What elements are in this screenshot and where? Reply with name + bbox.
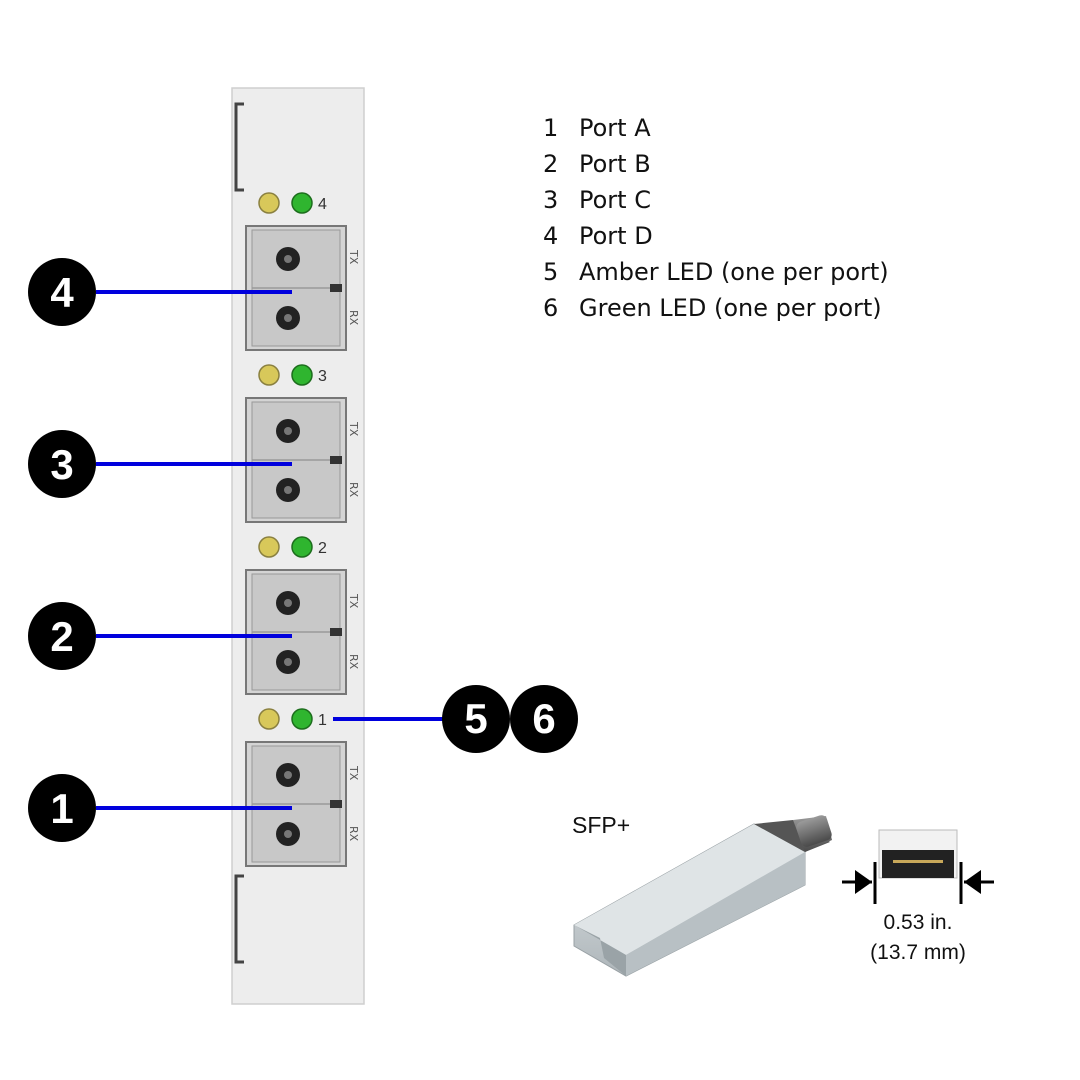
port-callout-circle xyxy=(28,258,96,326)
callout-led-green-text: 6 xyxy=(532,695,555,742)
callout-led-amber: 5 xyxy=(442,685,510,753)
legend-label: Port C xyxy=(579,186,651,214)
sfp-dimension: 0.53 in. (13.7 mm) xyxy=(838,908,998,968)
led-port-number: 4 xyxy=(318,196,327,213)
legend-label: Port A xyxy=(579,114,651,142)
amber-led xyxy=(258,192,280,214)
port-latch xyxy=(330,456,342,464)
legend-item: 1 Port A xyxy=(543,110,889,146)
rx-label: RX xyxy=(347,310,360,326)
amber-led xyxy=(258,536,280,558)
bottom-bracket xyxy=(234,874,244,964)
legend-number: 4 xyxy=(543,222,559,250)
callout-led-amber-text: 5 xyxy=(464,695,487,742)
tx-connector-core xyxy=(284,427,292,435)
green-led xyxy=(291,192,313,214)
legend-number: 2 xyxy=(543,150,559,178)
port-latch xyxy=(330,800,342,808)
green-led xyxy=(291,364,313,386)
dimension-arrows xyxy=(842,862,994,904)
tx-label: TX xyxy=(347,249,360,265)
legend-label: Green LED (one per port) xyxy=(579,294,882,322)
amber-led xyxy=(258,708,280,730)
sfp-dimension-mm: (13.7 mm) xyxy=(870,941,966,964)
legend-item: 3 Port C xyxy=(543,182,889,218)
rx-label: RX xyxy=(347,654,360,670)
led-port-number: 2 xyxy=(318,540,327,557)
rx-label: RX xyxy=(347,826,360,842)
port-latch xyxy=(330,628,342,636)
legend-label: Port D xyxy=(579,222,653,250)
tx-connector-core xyxy=(284,599,292,607)
legend-item: 5 Amber LED (one per port) xyxy=(543,254,889,290)
port-callout-text: 1 xyxy=(50,785,73,832)
green-led xyxy=(291,536,313,558)
port-callout-text: 4 xyxy=(50,269,74,316)
top-bracket xyxy=(234,102,244,192)
tx-label: TX xyxy=(347,593,360,609)
port-callout-circle xyxy=(28,602,96,670)
legend-number: 6 xyxy=(543,294,559,322)
tx-label: TX xyxy=(347,421,360,437)
tx-label: TX xyxy=(347,765,360,781)
port-latch xyxy=(330,284,342,292)
amber-led xyxy=(258,364,280,386)
port-callout-text: 2 xyxy=(50,613,73,660)
sfp-dimension-inches: 0.53 in. xyxy=(883,911,953,934)
tx-connector-core xyxy=(284,255,292,263)
rx-connector-core xyxy=(284,658,292,666)
legend-number: 3 xyxy=(543,186,559,214)
legend-label: Amber LED (one per port) xyxy=(579,258,889,286)
led-port-number: 3 xyxy=(318,368,327,385)
legend-item: 6 Green LED (one per port) xyxy=(543,290,889,326)
tx-connector-core xyxy=(284,771,292,779)
legend-item: 4 Port D xyxy=(543,218,889,254)
rx-connector-core xyxy=(284,486,292,494)
port-callout-circle xyxy=(28,430,96,498)
rx-connector-core xyxy=(284,830,292,838)
port-callout-text: 3 xyxy=(50,441,73,488)
rx-connector-core xyxy=(284,314,292,322)
rx-label: RX xyxy=(347,482,360,498)
green-led xyxy=(291,708,313,730)
sfp-label: SFP+ xyxy=(572,812,631,838)
sfp-module-illustration xyxy=(573,815,832,977)
legend-number: 5 xyxy=(543,258,559,286)
callout-led-green: 6 xyxy=(510,685,578,753)
legend-number: 1 xyxy=(543,114,559,142)
sfp-port-end-view xyxy=(878,829,958,879)
port-callout-circle xyxy=(28,774,96,842)
legend-label: Port B xyxy=(579,150,651,178)
led-port-number: 1 xyxy=(318,712,327,729)
callout-legend: 1 Port A 2 Port B 3 Port C 4 Port D 5 Amber LED (… xyxy=(543,110,889,326)
legend-item: 2 Port B xyxy=(543,146,889,182)
